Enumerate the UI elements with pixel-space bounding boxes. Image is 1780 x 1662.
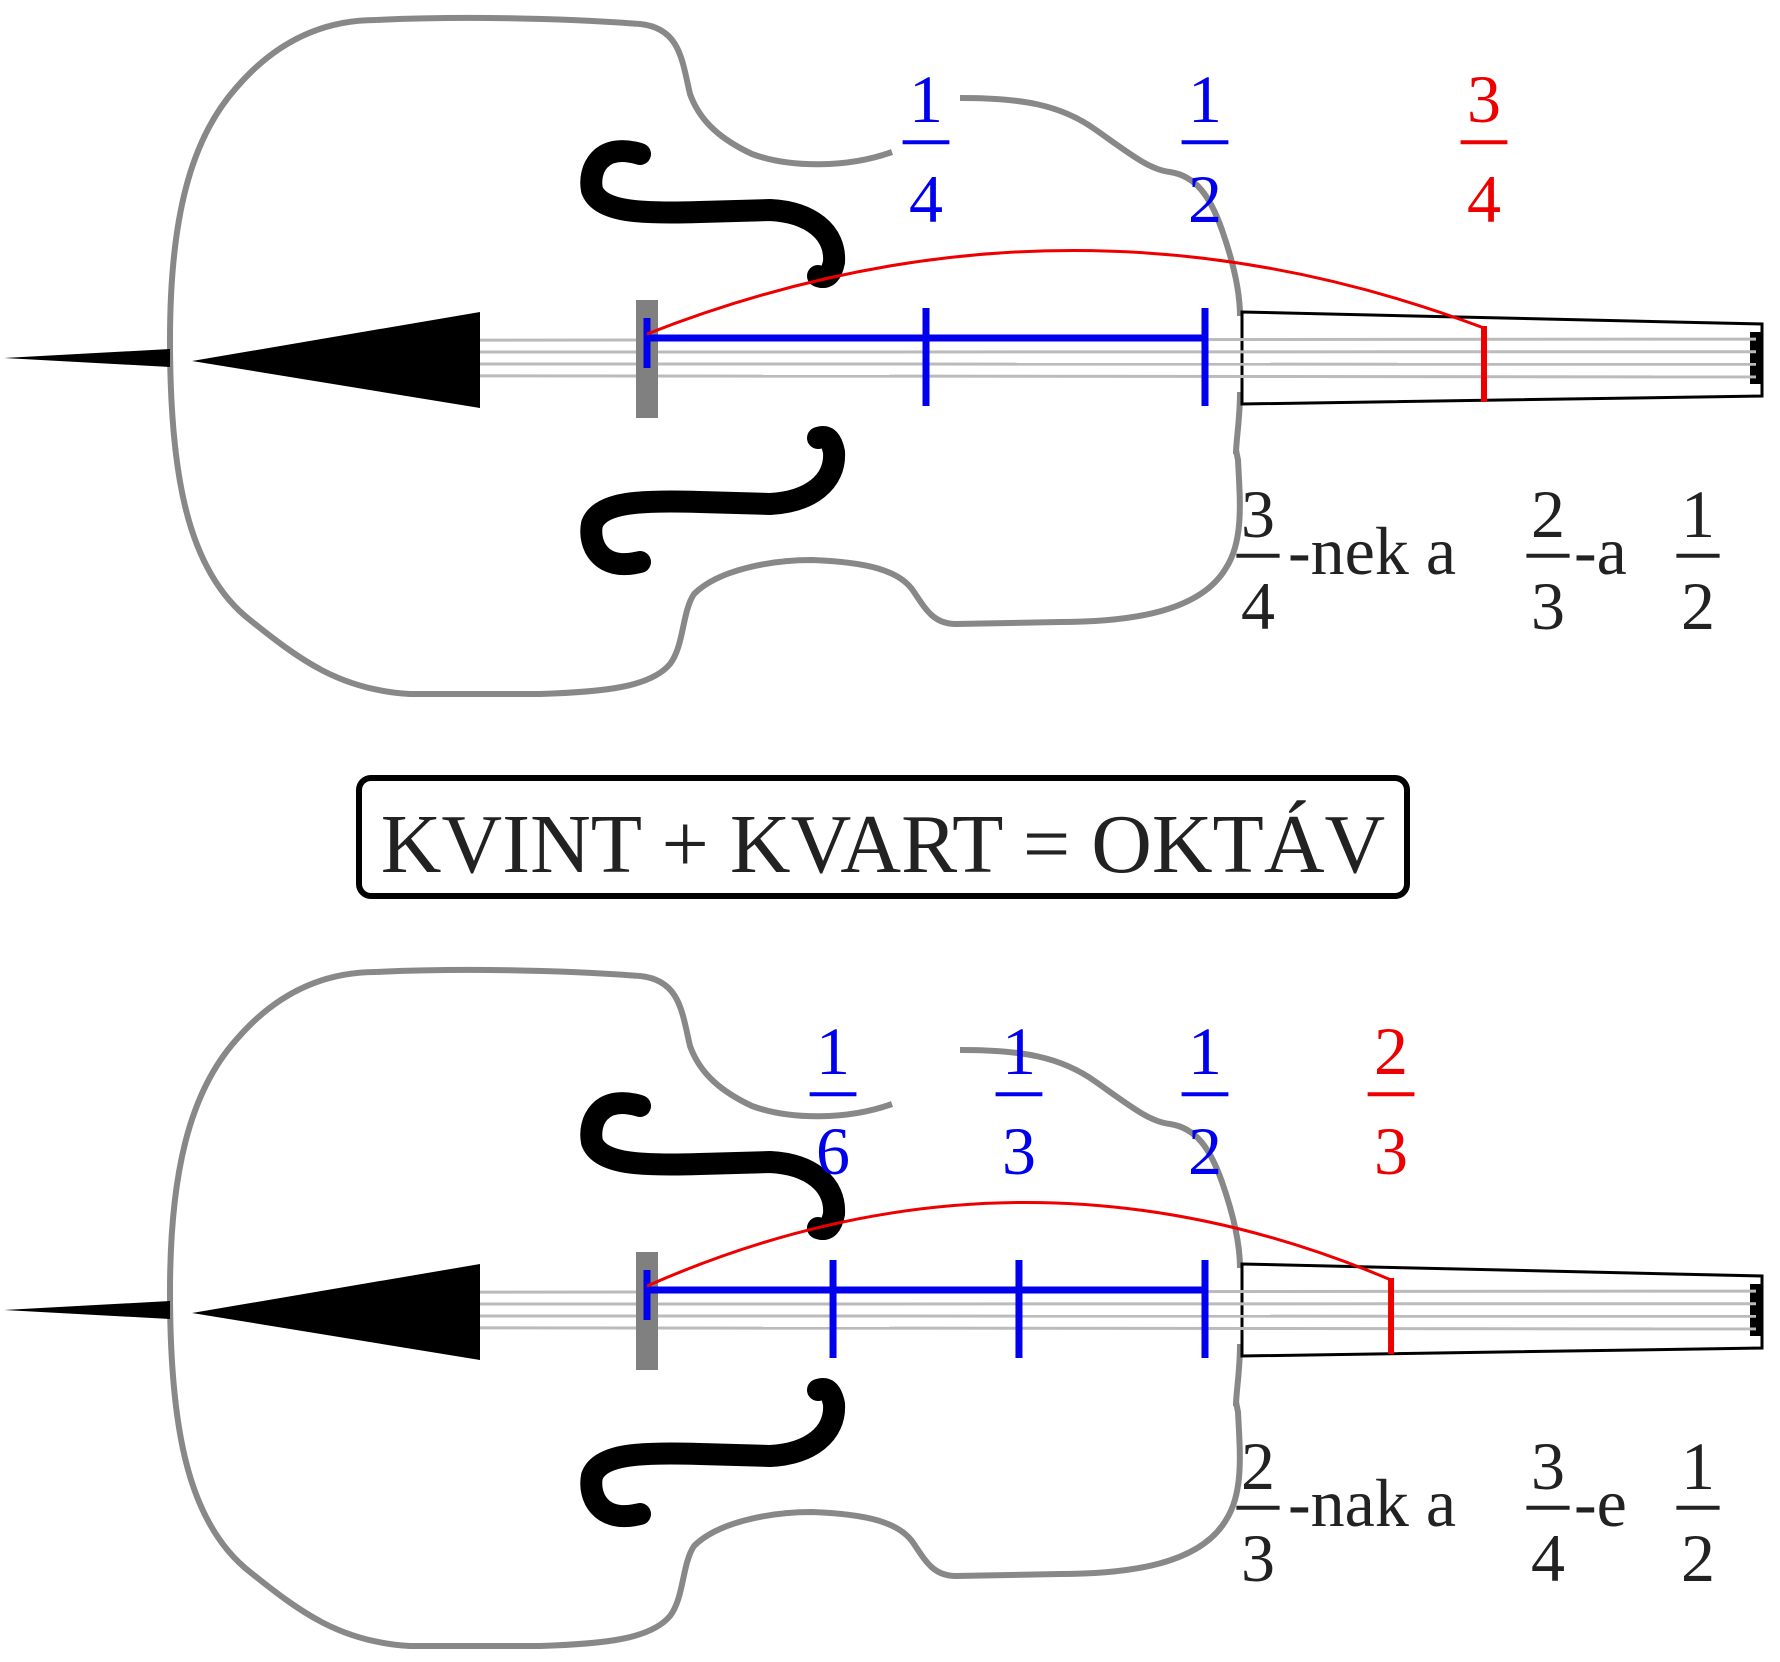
top-red-fraction-numerator: 3 — [1467, 61, 1501, 137]
bottom-lower-f-hole — [580, 1378, 846, 1527]
bottom-eq-fraction-2: 34 — [1526, 1428, 1570, 1596]
bottom-eq-text-2: -e — [1574, 1465, 1627, 1541]
top-eq-fraction-1-numerator: 3 — [1241, 476, 1275, 552]
top-eq-text-2: -a — [1574, 513, 1627, 589]
top-eq-fraction-2-numerator: 2 — [1531, 476, 1565, 552]
bottom-eq-text-1: -nak a — [1288, 1465, 1456, 1541]
bottom-eq-fraction-2-denominator: 4 — [1531, 1520, 1565, 1596]
top-body-right-outline — [959, 95, 1243, 455]
bottom-blue-fraction-3-denominator: 2 — [1188, 1113, 1222, 1189]
bottom-red-fraction: 23 — [1367, 1013, 1415, 1189]
top-arc — [646, 249, 1485, 336]
bottom-eq-fraction-3: 12 — [1676, 1428, 1720, 1596]
bottom-red-fraction-numerator: 2 — [1374, 1013, 1408, 1089]
top-tailpiece — [192, 312, 480, 408]
top-lower-f-hole — [580, 426, 846, 575]
bottom-blue-fraction-1-numerator: 1 — [816, 1013, 850, 1089]
top-blue-fraction-1-numerator: 1 — [909, 61, 943, 137]
title-text: KVINT + KVART = OKTÁV — [381, 798, 1385, 891]
bottom-body-left-outline — [166, 969, 1243, 1649]
bottom-body-top-outline — [375, 966, 894, 1120]
bottom-body-right-outline — [959, 1047, 1243, 1407]
top-blue-fraction-1: 14 — [902, 61, 950, 237]
top-endpin — [4, 349, 170, 367]
bottom-blue-fraction-1-denominator: 6 — [816, 1113, 850, 1189]
top-eq-text-1: -nek a — [1288, 513, 1456, 589]
bottom-string-4 — [479, 1326, 1757, 1331]
top-upper-f-hole — [580, 140, 846, 288]
top-eq-fraction-2: 23 — [1526, 476, 1570, 644]
bottom-blue-fraction-1: 16 — [809, 1013, 857, 1189]
top-blue-fraction-2-numerator: 1 — [1188, 61, 1222, 137]
bottom-tailpiece — [192, 1264, 480, 1360]
title-box: KVINT + KVART = OKTÁV — [356, 775, 1410, 899]
top-eq-fraction-3-denominator: 2 — [1681, 568, 1715, 644]
top-eq-fraction-3: 12 — [1676, 476, 1720, 644]
bottom-blue-fraction-3: 12 — [1181, 1013, 1229, 1189]
bottom-arc — [646, 1200, 1392, 1288]
top-body-top-outline — [375, 14, 894, 168]
top-blue-fraction-1-denominator: 4 — [909, 161, 943, 237]
bottom-blue-fraction-2: 13 — [995, 1013, 1043, 1189]
top-scroll — [1750, 332, 1762, 384]
top-red-fraction: 34 — [1460, 61, 1508, 237]
bottom-blue-fraction-3-numerator: 1 — [1188, 1013, 1222, 1089]
top-red-fraction-denominator: 4 — [1467, 161, 1501, 237]
bottom-blue-fraction-2-numerator: 1 — [1002, 1013, 1036, 1089]
top-eq-fraction-3-numerator: 1 — [1681, 476, 1715, 552]
bottom-endpin — [4, 1301, 170, 1319]
top-blue-fraction-2-denominator: 2 — [1188, 161, 1222, 237]
bottom-eq-fraction-3-numerator: 1 — [1681, 1428, 1715, 1504]
top-eq-fraction-1: 34 — [1236, 476, 1280, 644]
bottom-eq-fraction-1-numerator: 2 — [1241, 1428, 1275, 1504]
top-fingerboard — [1240, 310, 1764, 406]
top-eq-fraction-1-denominator: 4 — [1241, 568, 1275, 644]
bottom-red-fraction-denominator: 3 — [1374, 1113, 1408, 1189]
bottom-eq-fraction-1-denominator: 3 — [1241, 1520, 1275, 1596]
bottom-fingerboard — [1240, 1262, 1764, 1358]
top-string-4 — [479, 374, 1757, 379]
title-frame — [356, 775, 1410, 899]
bottom-upper-f-hole — [580, 1092, 846, 1240]
bottom-eq-fraction-3-denominator: 2 — [1681, 1520, 1715, 1596]
bottom-blue-fraction-2-denominator: 3 — [1002, 1113, 1036, 1189]
bottom-eq-fraction-2-numerator: 3 — [1531, 1428, 1565, 1504]
bottom-scroll — [1750, 1284, 1762, 1336]
top-body-left-outline — [166, 17, 1243, 697]
top-eq-fraction-2-denominator: 3 — [1531, 568, 1565, 644]
bottom-eq-fraction-1: 23 — [1236, 1428, 1280, 1596]
top-blue-fraction-2: 12 — [1181, 61, 1229, 237]
